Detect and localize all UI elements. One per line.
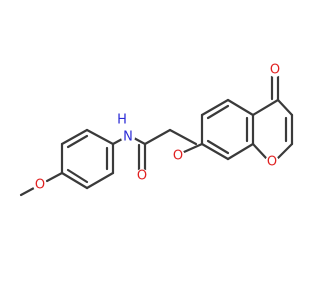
bond — [276, 142, 294, 160]
bond — [200, 98, 230, 117]
bond — [206, 139, 230, 155]
atom-methoxy-oxygen: O — [33, 178, 47, 193]
bond — [60, 171, 89, 190]
bond — [66, 134, 89, 149]
atom-layer: O N H O O O O — [33, 63, 282, 193]
molecule-structure: O N H O O O O — [19, 63, 294, 197]
bond — [200, 142, 230, 161]
bond — [206, 104, 230, 120]
bond-layer — [19, 74, 294, 197]
atom-label: O — [267, 155, 277, 170]
bond — [19, 186, 36, 197]
bond — [251, 98, 280, 117]
atom-label: O — [173, 149, 183, 164]
bond — [60, 128, 89, 146]
atom-label: H — [117, 113, 127, 128]
atom-label: N — [123, 130, 133, 145]
bond — [143, 128, 172, 146]
atom-label: O — [35, 178, 45, 193]
bond — [251, 142, 268, 160]
atom-amide-nitrogen: N H — [117, 113, 135, 145]
bond — [168, 128, 198, 146]
bond — [66, 168, 89, 184]
bond — [226, 98, 255, 117]
atom-ring-oxygen: O — [265, 155, 279, 170]
bond — [276, 98, 294, 117]
atom-carbonyl-oxygen: O — [135, 169, 149, 184]
bond — [85, 128, 115, 146]
bond — [182, 142, 204, 154]
atom-ketone-oxygen: O — [268, 63, 282, 78]
bond — [45, 171, 64, 183]
bond — [85, 171, 115, 190]
atom-label: O — [270, 63, 280, 78]
atom-label: O — [137, 169, 147, 184]
atom-ether-oxygen: O — [171, 149, 185, 164]
bond — [226, 142, 255, 161]
